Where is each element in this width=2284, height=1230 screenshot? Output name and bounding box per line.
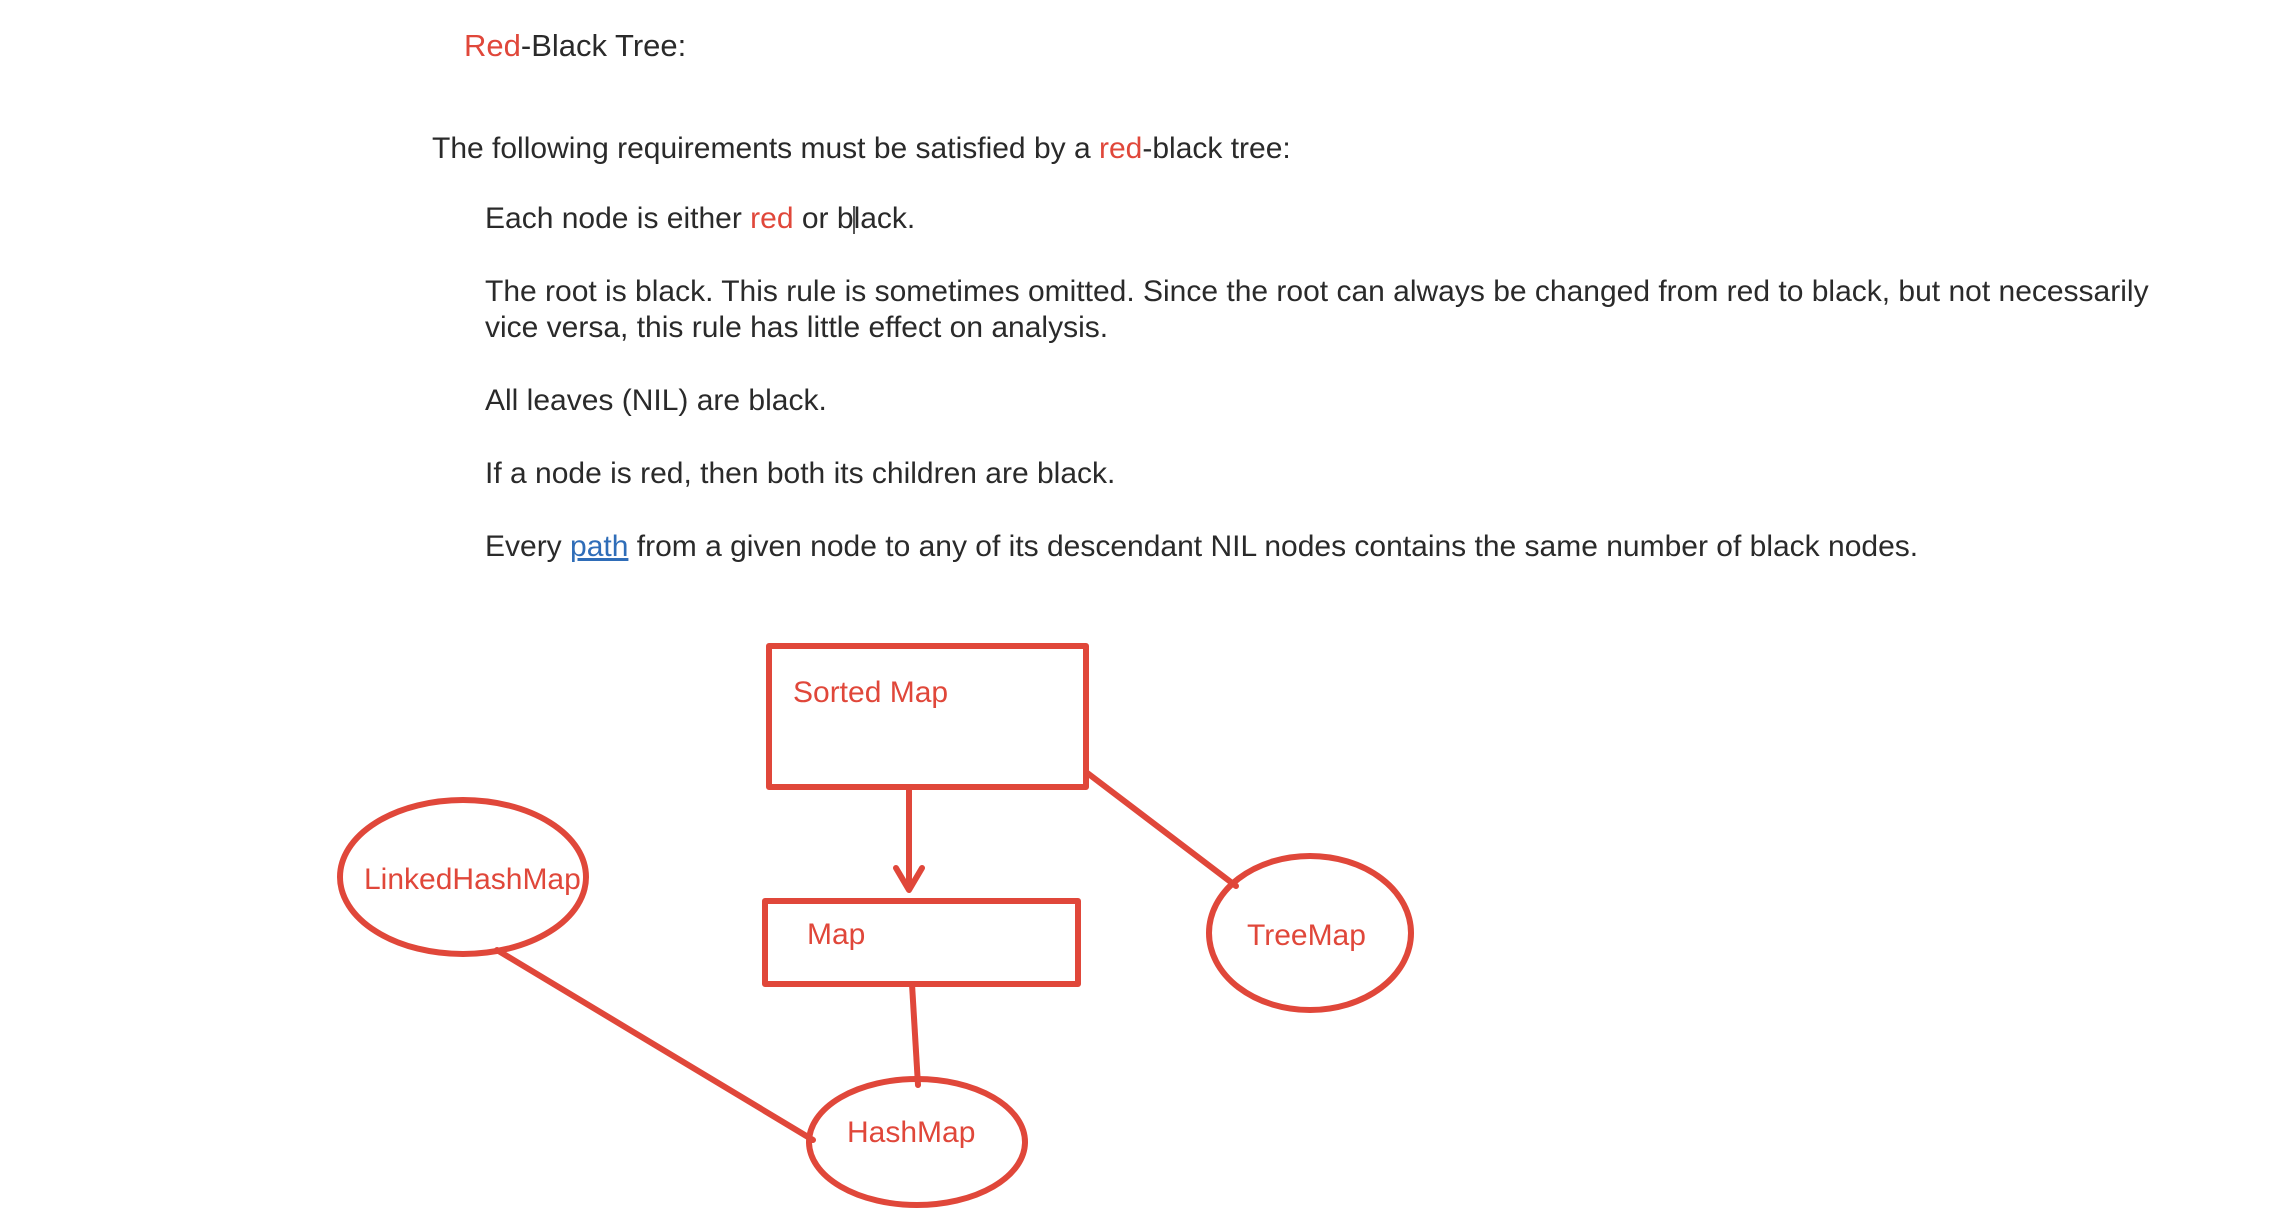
text-cursor-icon — [852, 206, 855, 234]
rule-5-after: from a given node to any of its descenda… — [628, 530, 1919, 563]
map-label: Map — [807, 918, 865, 951]
title-rest: -Black Tree: — [520, 28, 687, 63]
intro-text: The following requirements must be satis… — [432, 129, 1291, 169]
sorted-map-box — [766, 643, 1089, 790]
rule-1-caret-char: l — [853, 202, 861, 235]
rule-item-leaves: All leaves (NIL) are black. — [485, 384, 827, 417]
rule-1-red-word: red — [750, 202, 794, 235]
rule-1-middle: or b — [793, 202, 854, 235]
map-box — [762, 898, 1081, 987]
page-title: Red-Black Tree: — [464, 26, 686, 66]
linked-hash-map-ellipse — [337, 797, 589, 957]
rule-item-path: Every path from a given node to any of i… — [485, 529, 2205, 565]
intro-red-word: red — [1099, 132, 1143, 165]
intro-after: -black tree: — [1142, 132, 1291, 165]
arrowhead-icon — [893, 865, 925, 893]
path-link[interactable]: path — [570, 530, 629, 563]
linked-hash-map-label: LinkedHashMap — [364, 863, 581, 896]
hash-map-label: HashMap — [847, 1116, 975, 1149]
rule-item-color: Each node is either red or black. — [485, 201, 2205, 237]
intro-before: The following requirements must be satis… — [432, 132, 1099, 165]
title-red-word: Red — [464, 28, 521, 63]
tree-map-ellipse — [1206, 853, 1414, 1013]
connector-sortedmap-treemap — [1083, 769, 1239, 889]
hash-map-ellipse — [806, 1076, 1028, 1208]
tree-map-label: TreeMap — [1247, 919, 1366, 952]
rule-1-after: ack. — [860, 202, 916, 235]
rule-item-red-children: If a node is red, then both its children… — [485, 457, 1116, 490]
requirements-list: Each node is either red or black. The ro… — [485, 201, 2205, 602]
sorted-map-label: Sorted Map — [793, 676, 948, 709]
rule-5-before: Every — [485, 530, 571, 563]
rule-1-before: Each node is either — [485, 202, 751, 235]
connector-linkedhashmap-hashmap — [494, 947, 816, 1143]
rule-item-root: The root is black. This rule is sometime… — [485, 275, 2149, 344]
connector-map-hashmap — [909, 981, 921, 1088]
